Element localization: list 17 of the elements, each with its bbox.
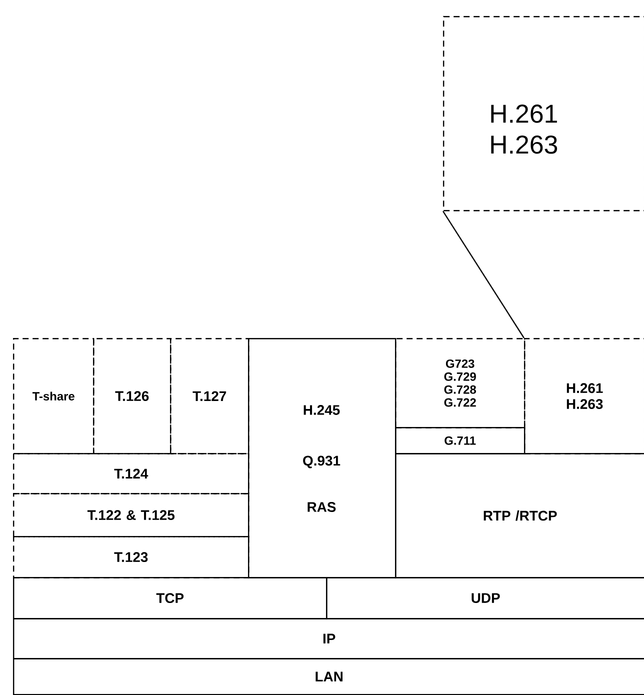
- protocol-box: H.261 H.263: [524, 338, 644, 454]
- protocol-box: T.123: [13, 536, 250, 578]
- protocol-box: T.126: [93, 338, 172, 454]
- leader-line: [442, 210, 524, 338]
- protocol-box: T.127: [170, 338, 250, 454]
- protocol-box: IP: [13, 618, 644, 660]
- protocol-box: UDP: [326, 577, 644, 620]
- protocol-box: LAN: [13, 658, 644, 695]
- protocol-box: G.711: [395, 427, 526, 454]
- protocol-box: T-share: [13, 338, 94, 454]
- protocol-box: H.245 Q.931 RAS: [248, 338, 396, 578]
- protocol-box: T.122 & T.125: [13, 493, 250, 538]
- protocol-box: T.124: [13, 453, 250, 494]
- zoom-box: H.261 H.263: [443, 16, 644, 212]
- protocol-box: RTP /RTCP: [395, 453, 644, 578]
- protocol-box: G723 G.729 G.728 G.722: [395, 338, 526, 428]
- protocol-box: TCP: [13, 577, 328, 620]
